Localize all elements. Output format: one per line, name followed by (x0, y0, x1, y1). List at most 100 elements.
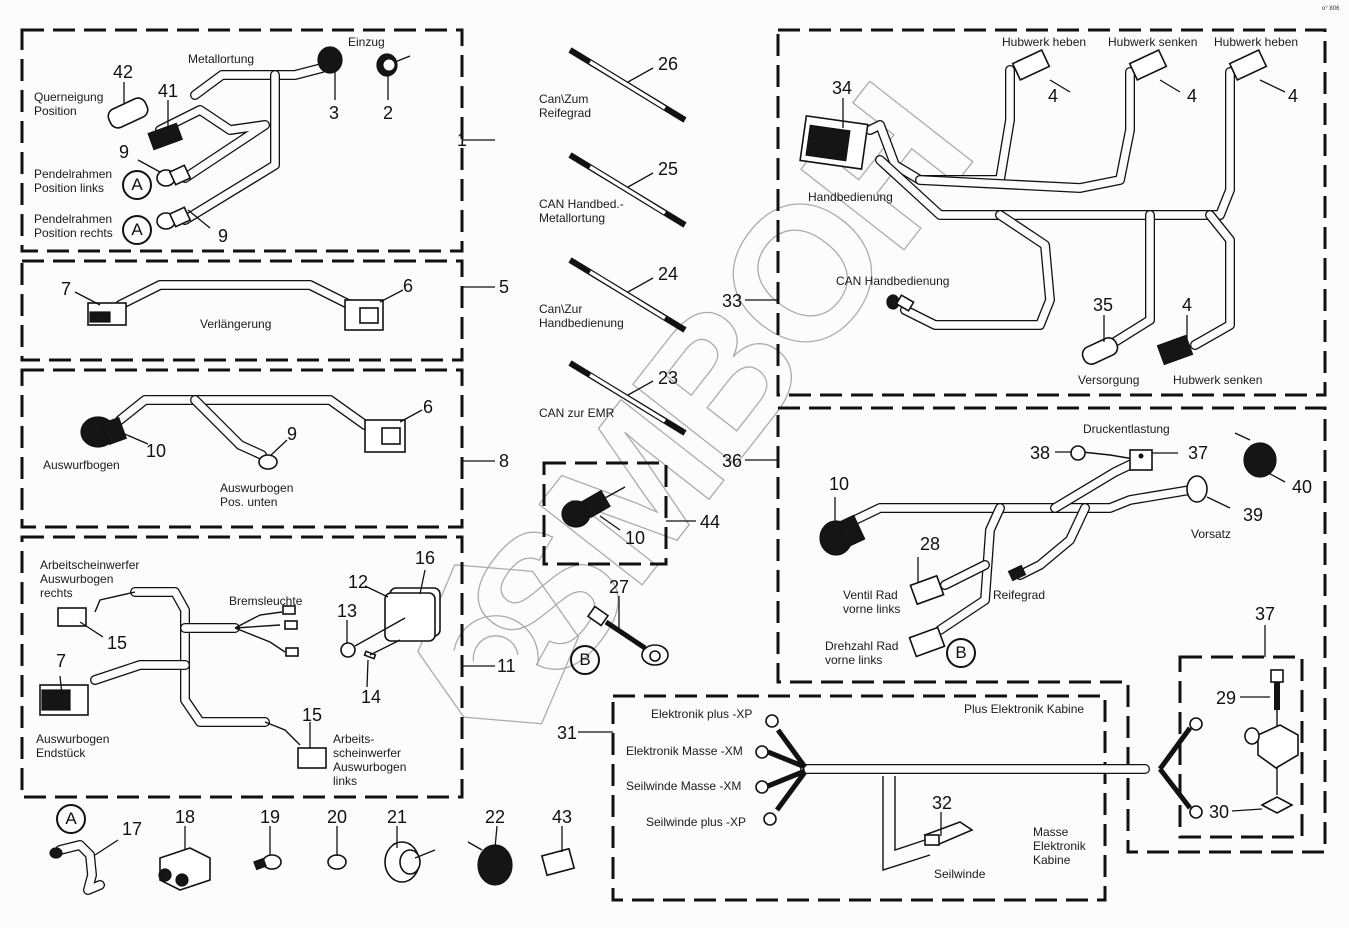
connector-6 (344, 299, 384, 331)
part-13: 13 (337, 601, 358, 621)
label-verlaengerung: Verlängerung (200, 317, 272, 331)
part-39: 39 (1243, 505, 1264, 525)
part-3: 3 (329, 103, 340, 123)
label-pendel-rechts: Pendelrahmen Position rechts (34, 212, 113, 240)
label-bremsleuchte: Bremsleuchte (229, 594, 303, 608)
ref-a-rechts: A (122, 215, 152, 245)
clip-14 (363, 639, 401, 660)
callout-31: 31 (557, 723, 578, 743)
relay-32 (923, 821, 974, 846)
sensor-27 (586, 596, 669, 666)
part-40: 40 (1292, 477, 1313, 497)
connector-9 (258, 454, 278, 470)
bulb-13 (340, 617, 406, 658)
label-druckentlastung: Druckentlastung (1083, 422, 1170, 436)
callout-5: 5 (499, 277, 510, 297)
group-1-harness (20, 28, 495, 253)
label-hubwerk-heben-1: Hubwerk heben (1002, 35, 1087, 49)
label-handbedienung: Handbedienung (808, 190, 893, 204)
part-38: 38 (1030, 443, 1051, 463)
part-34: 34 (832, 78, 853, 98)
label-seilwinde-plus: Seilwinde plus -XP (646, 815, 747, 829)
connector-10 (80, 416, 127, 448)
connector-10 (819, 514, 866, 556)
label-reifegrad: Reifegrad (993, 588, 1046, 602)
label-auswurfbogen: Auswurfbogen (43, 458, 120, 472)
label-plus-elektronik-kabine: Plus Elektronik Kabine (964, 702, 1085, 716)
callout-8: 8 (499, 451, 510, 471)
part-35: 35 (1093, 295, 1114, 315)
callout-33: 33 (722, 291, 743, 311)
connector-41 (147, 122, 183, 151)
connector-15b (297, 747, 327, 769)
part-25: 25 (658, 159, 679, 179)
label-querneigung: Querneigung Position (34, 90, 104, 118)
connector-34 (799, 114, 869, 170)
connector-39 (1186, 475, 1208, 503)
connector-drehzahl (908, 626, 946, 658)
part-14: 14 (361, 687, 382, 707)
group-37-valve-plug (1178, 625, 1304, 839)
part-21: 21 (387, 807, 408, 827)
callout-44: 44 (700, 512, 721, 532)
label-ventil-rad: Ventil Rad vorne links (843, 588, 901, 616)
connector-6 (364, 419, 406, 453)
part-37: 37 (1188, 443, 1209, 463)
callout-36: 36 (722, 451, 743, 471)
callout-11: 11 (497, 656, 516, 676)
connector-43 (540, 826, 576, 877)
loose-parts (49, 825, 576, 895)
label-elektronik-plus: Elektronik plus -XP (651, 707, 753, 721)
label-seilwinde-masse: Seilwinde Masse -XM (626, 779, 742, 793)
connector-7 (39, 684, 89, 716)
part-4a: 4 (1048, 86, 1059, 106)
part-10: 10 (146, 441, 167, 461)
label-hubwerk-senken-1: Hubwerk senken (1108, 35, 1198, 49)
part-29: 29 (1216, 688, 1237, 708)
clamp-19 (253, 826, 282, 871)
part-24: 24 (658, 264, 679, 284)
label-seilwinde: Seilwinde (934, 867, 986, 881)
label-masse-elektronik-kabine: Masse Elektronik Kabine (1033, 825, 1086, 867)
label-vorsatz: Vorsatz (1191, 527, 1232, 541)
ref-b-36: B (946, 638, 976, 668)
label-pendel-links: Pendelrahmen Position links (34, 167, 113, 195)
label-elektronik-masse: Elektronik Masse -XM (626, 744, 743, 758)
group-11-lighting (20, 535, 495, 799)
connector-15a (57, 607, 87, 627)
connector-4d (1156, 334, 1194, 366)
part-23: 23 (658, 368, 679, 388)
callout-1: 1 (457, 130, 468, 150)
part-9b: 9 (218, 226, 229, 246)
part-15a: 15 (107, 633, 128, 653)
part-12: 12 (348, 572, 369, 592)
part-6: 6 (403, 276, 414, 296)
connector-4a (1011, 49, 1051, 81)
ring-terminals (755, 714, 1203, 826)
distributor-18 (158, 826, 211, 891)
part-4c: 4 (1288, 86, 1299, 106)
socket-21 (384, 826, 436, 883)
label-drehzahl-rad: Drehzahl Rad vorne links (825, 639, 899, 667)
watermark-text: SMBOH (425, 51, 1009, 715)
can-cable-23 (568, 360, 687, 436)
ref-a-17: A (56, 804, 86, 834)
part-30: 30 (1209, 802, 1230, 822)
connector-2 (376, 53, 411, 77)
part-16: 16 (415, 548, 436, 568)
label-versorgung: Versorgung (1078, 373, 1140, 387)
part-15b: 15 (302, 705, 323, 725)
part-27: 27 (609, 577, 630, 597)
part-22: 22 (485, 807, 506, 827)
part-43: 43 (552, 807, 573, 827)
connector-4b (1128, 49, 1168, 81)
part-26: 26 (658, 54, 679, 74)
part-7: 7 (61, 279, 72, 299)
ref-b: B (570, 645, 600, 675)
part-4b: 4 (1187, 86, 1198, 106)
label-pos-unten: Auswurbogen Pos. unten (220, 481, 294, 509)
part-7: 7 (56, 651, 67, 671)
valve-plug-37 (1129, 449, 1153, 471)
label-hubwerk-senken-2: Hubwerk senken (1173, 373, 1263, 387)
